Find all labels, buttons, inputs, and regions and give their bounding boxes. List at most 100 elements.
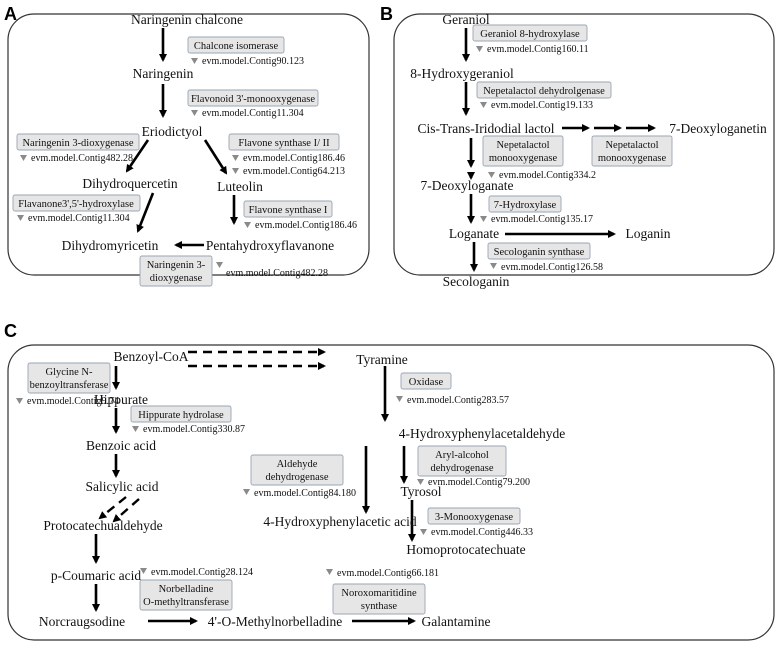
enzyme-chalcone-isomerase: Chalcone isomerase evm.model.Contig90.12… (187, 36, 304, 67)
arrow-eriodictyol-to-dihydroquercetin (125, 139, 150, 173)
enzyme-name: Nepetalactol dehydrolgenase (483, 86, 605, 97)
enzyme-name: benzoyltransferase (30, 380, 109, 391)
compound-naringenin: Naringenin (133, 66, 194, 81)
compound-4-hydroxyphenylacetic-acid: 4-Hydroxyphenylacetic acid (263, 514, 417, 529)
compound-eriodictyol: Eriodictyol (142, 124, 203, 139)
enzyme-naringenin-3-dioxygenase-2: Naringenin 3- dioxygenase evm.model.Cont… (139, 255, 328, 287)
compound-4-o-methylnorbelladine: 4'-O-Methylnorbelladine (208, 614, 342, 629)
contig-id: evm.model.Contig79.200 (428, 477, 530, 488)
enzyme-norbelladine-o-methyltransferase: Norbelladine O-methyltransferase (139, 579, 233, 611)
compound-tyramine: Tyramine (356, 352, 408, 367)
triangle-icon (216, 262, 223, 268)
compound-pentahydroxyflavanone: Pentahydroxyflavanone (206, 238, 334, 253)
contig-id: evm.model.Contig19.133 (491, 100, 593, 111)
contig-id: evm.model.Contig135.17 (491, 214, 593, 225)
enzyme-name: Oxidase (409, 377, 444, 388)
enzyme-oxidase: Oxidase evm.model.Contig283.57 (396, 372, 509, 406)
enzyme-secologanin-synthase: Secologanin synthase evm.model.Contig126… (487, 242, 603, 273)
triangle-icon (417, 479, 424, 485)
compound-cis-trans-iridodial-lactol: Cis-Trans-Iridodial lactol (417, 121, 554, 136)
triangle-icon (132, 426, 139, 432)
compound-galantamine: Galantamine (422, 614, 491, 629)
enzyme-flavone-synthase-1: Flavone synthase I evm.model.Contig186.4… (243, 200, 357, 231)
enzyme-name: Nepetalactol (605, 140, 658, 151)
enzyme-name: dioxygenase (150, 273, 203, 284)
compound-7-deoxyloganetin: 7-Deoxyloganetin (669, 121, 767, 136)
enzyme-name: Hippurate hydrolase (138, 410, 224, 421)
compound-geraniol: Geraniol (442, 12, 489, 27)
contig-id: evm.model.Contig334.2 (499, 170, 596, 181)
arrow-dihydroquercetin-to-dihydromyricetin (136, 192, 155, 233)
triangle-icon (140, 568, 147, 574)
compound-7-deoxyloganate: 7-Deoxyloganate (421, 178, 514, 193)
panel-label-a: A (4, 4, 17, 24)
enzyme-glycine-n-benzoyltransferase: Glycine N- benzoyltransferase evm.model.… (16, 362, 119, 407)
triangle-icon (490, 263, 497, 269)
enzyme-name: 7-Hydroxylase (494, 200, 557, 211)
enzyme-name: Flavone synthase I/ II (238, 138, 330, 149)
triangle-icon (396, 396, 403, 402)
compound-benzoic-acid: Benzoic acid (86, 438, 156, 453)
enzyme-contig66: evm.model.Contig66.181 (326, 568, 439, 579)
triangle-icon (243, 489, 250, 495)
arrow-dashed-salicylic-to-protocatechualdehyde-1 (98, 496, 127, 520)
triangle-icon (191, 110, 198, 116)
enzyme-name: dehydrogenase (266, 472, 329, 483)
contig-id: evm.model.Contig28.124 (151, 567, 253, 578)
enzyme-name: Secologanin synthase (494, 247, 585, 258)
enzyme-noroxomaritidine-synthase: Noroxomaritidine synthase (332, 583, 426, 615)
triangle-icon (232, 168, 239, 174)
panel-c: C Benzoyl-CoA Tyramine Hippurate Benzoic… (4, 321, 775, 641)
contig-id: evm.model.Contig283.57 (407, 395, 509, 406)
arrow-eriodictyol-to-luteolin (203, 139, 228, 175)
enzyme-7-hydroxylase: 7-Hydroxylase evm.model.Contig135.17 (480, 195, 593, 225)
contig-id: evm.model.Contig84.180 (254, 488, 356, 499)
enzyme-3-monooxygenase: 3-Monooxygenase evm.model.Contig446.33 (420, 507, 533, 538)
enzyme-aryl-alcohol-dehydrogenase: Aryl-alcohol dehydrogenase evm.model.Con… (417, 445, 530, 488)
compound-salicylic-acid: Salicylic acid (85, 479, 158, 494)
enzyme-name: Flavonoid 3'-monooxygenase (191, 94, 315, 105)
compound-loganate: Loganate (449, 226, 499, 241)
contig-id: evm.model.Contig64.213 (243, 166, 345, 177)
contig-id: evm.model.Contig11.304 (28, 213, 130, 224)
panel-b: B Geraniol 8-Hydroxygeraniol Cis-Trans-I… (380, 4, 775, 289)
enzyme-name: Aldehyde (277, 459, 318, 470)
enzyme-nepetalactol-dehydrolgenase: Nepetalactol dehydrolgenase evm.model.Co… (476, 81, 612, 111)
enzyme-name: Glycine N- (46, 367, 93, 378)
contig-id: evm.model.Contig9.74 (27, 396, 119, 407)
compound-hippurate: Hippurate (94, 392, 148, 407)
enzyme-aldehyde-dehydrogenase: Aldehyde dehydrogenase evm.model.Contig8… (243, 454, 356, 499)
triangle-icon (476, 46, 483, 52)
contig-id: evm.model.Contig90.123 (202, 56, 304, 67)
enzyme-name: Aryl-alcohol (435, 450, 489, 461)
contig-id: evm.model.Contig66.181 (337, 568, 439, 579)
enzyme-name: O-methyltransferase (143, 597, 229, 608)
triangle-icon (326, 569, 333, 575)
panel-c-frame (7, 344, 775, 641)
compound-8-hydroxygeraniol: 8-Hydroxygeraniol (410, 66, 514, 81)
compound-loganin: Loganin (626, 226, 671, 241)
contig-id: evm.model.Contig446.33 (431, 527, 533, 538)
triangle-icon (244, 222, 251, 228)
enzyme-name: Naringenin 3- (147, 260, 206, 271)
enzyme-name: Geraniol 8-hydroxylase (480, 29, 580, 40)
triangle-icon (480, 102, 487, 108)
contig-id: evm.model.Contig482.28 (31, 153, 133, 164)
contig-id: evm.model.Contig11.304 (202, 108, 304, 119)
enzyme-name: synthase (361, 601, 398, 612)
triangle-icon (16, 398, 23, 404)
panel-a: A Naringenin chalcone Naringenin Eriodic… (4, 4, 370, 287)
contig-id: evm.model.Contig186.46 (243, 153, 345, 164)
compound-4-hydroxyphenylacetaldehyde: 4-Hydroxyphenylacetaldehyde (399, 426, 565, 441)
enzyme-naringenin-3-dioxygenase: Naringenin 3-dioxygenase evm.model.Conti… (16, 133, 140, 164)
enzyme-name: dehydrogenase (431, 463, 494, 474)
compound-protocatechualdehyde: Protocatechualdehyde (43, 518, 162, 533)
enzyme-name: Noroxomaritidine (341, 588, 417, 599)
panel-label-b: B (380, 4, 393, 24)
enzyme-geraniol-8-hydroxylase: Geraniol 8-hydroxylase evm.model.Contig1… (472, 24, 589, 55)
enzyme-nepetalactol-monooxygenase-1: Nepetalactol monooxygenase evm.model.Con… (482, 135, 596, 181)
compound-norcraugsodine: Norcraugsodine (39, 614, 125, 629)
enzyme-flavonoid-3-monooxygenase: Flavonoid 3'-monooxygenase evm.model.Con… (187, 89, 319, 119)
compound-p-coumaric-acid: p-Coumaric acid (51, 568, 142, 583)
